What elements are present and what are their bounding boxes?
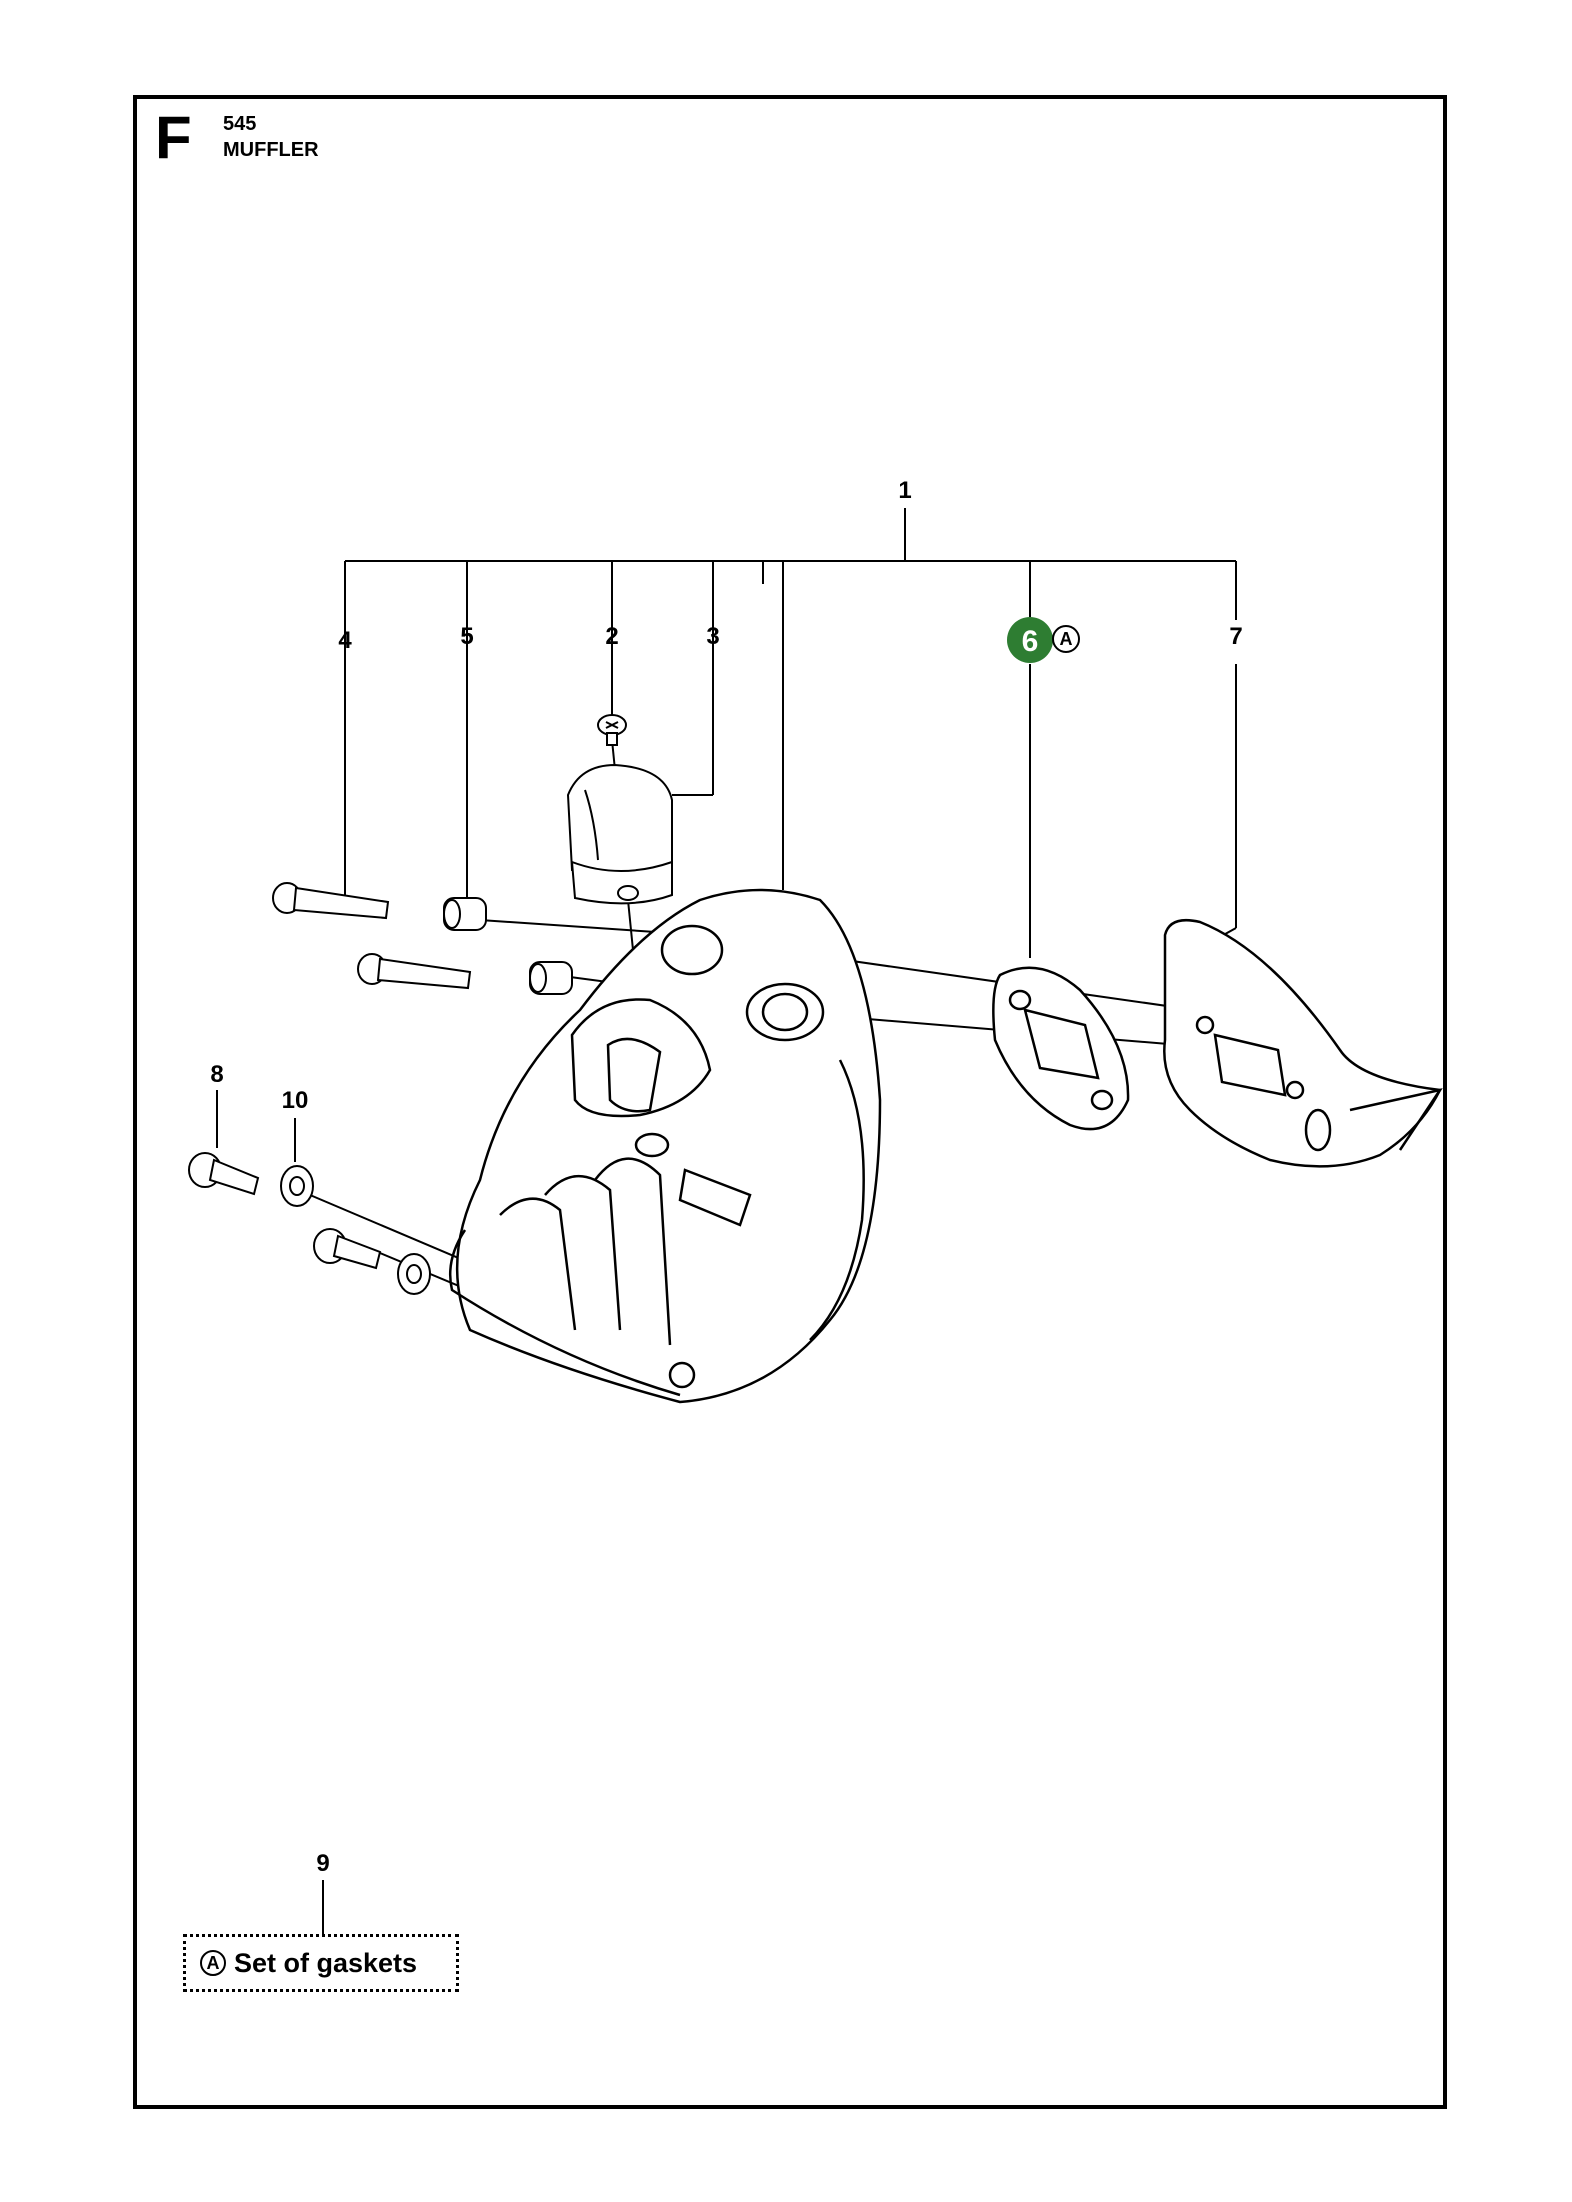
callout-10: 10 [282,1087,309,1114]
gasket-part-6 [992,966,1130,1131]
bolt-part-4 [272,882,472,990]
washer-part-10 [280,1165,431,1295]
gasket-set-marker: A [1060,629,1073,649]
bracket-part-7 [1163,918,1443,1168]
model-number: 545 [223,113,257,135]
section-letter: F [155,104,192,171]
callout-9: 9 [316,1850,329,1877]
gasket-set-marker-circle [1052,625,1080,653]
page-frame [133,95,1447,2109]
callout-7: 7 [1229,623,1242,650]
muffler-body-part-1 [448,888,882,1404]
callout-3: 3 [706,623,719,650]
deflector-cap-part-3 [566,763,673,905]
callout-4: 4 [338,627,352,654]
callout-1: 1 [898,477,911,504]
callout-8: 8 [210,1061,223,1088]
callout-2: 2 [605,623,618,650]
callout-6: 6 [1022,625,1039,658]
legend-box: A Set of gaskets [183,1934,459,1992]
section-title: MUFFLER [223,139,319,161]
callout-6-highlight [1007,617,1053,663]
legend-marker: A [200,1950,226,1976]
callout-5: 5 [460,623,473,650]
screw-part-2 [597,714,627,746]
screw-part-8 [188,1152,382,1270]
sleeve-part-5 [443,897,573,995]
legend-label: Set of gaskets [234,1947,418,1978]
